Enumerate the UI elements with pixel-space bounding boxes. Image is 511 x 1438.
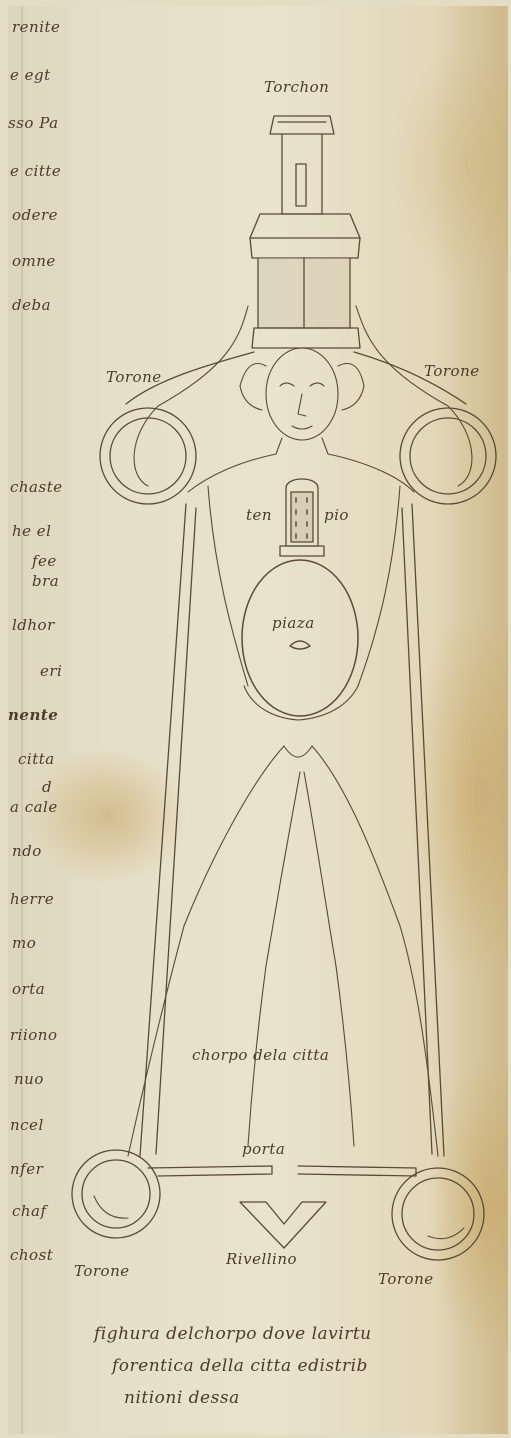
margin-word: herre <box>10 890 54 908</box>
margin-word: ldhor <box>12 616 55 634</box>
margin-word: e citte <box>10 162 61 180</box>
margin-word: nuo <box>14 1070 44 1088</box>
gate-label: porta <box>242 1140 285 1158</box>
margin-word: omne <box>12 252 56 270</box>
margin-word: e egt <box>10 66 51 84</box>
margin-word: orta <box>12 980 45 998</box>
margin-word: chost <box>10 1246 53 1264</box>
margin-word: ncel <box>10 1116 44 1134</box>
piazza-label: piaza <box>272 614 315 632</box>
top-tower <box>250 116 360 348</box>
city-body-drawing <box>8 6 508 1434</box>
margin-word: d <box>42 778 52 796</box>
temple-label-right: pio <box>324 506 349 524</box>
margin-word: ndo <box>12 842 42 860</box>
margin-word: mo <box>12 934 36 952</box>
caption-line: nitioni dessa <box>124 1388 240 1408</box>
margin-word: citta <box>18 750 55 768</box>
margin-word: a cale <box>10 798 58 816</box>
manuscript-page: renite e egt sso Pa e citte odere omne d… <box>8 6 508 1434</box>
tower-label-left-bottom: Torone <box>74 1262 130 1280</box>
margin-word: odere <box>12 206 58 224</box>
corner-towers <box>72 408 496 1260</box>
margin-word: renite <box>12 18 60 36</box>
temple-label-left: ten <box>246 506 272 524</box>
tower-label-right-bottom: Torone <box>378 1270 434 1288</box>
margin-word: sso Pa <box>8 114 59 132</box>
tower-label-right-top: Torone <box>424 362 480 380</box>
margin-word: bra <box>32 572 59 590</box>
piazza <box>242 560 358 716</box>
caption-line: fighura delchorpo dove lavirtu <box>94 1324 372 1344</box>
margin-word: he el <box>12 522 51 540</box>
margin-word: eri <box>40 662 62 680</box>
margin-word: nente <box>8 706 58 724</box>
top-tower-label: Torchon <box>264 78 329 96</box>
human-figure <box>94 306 472 1239</box>
margin-word: chaf <box>12 1202 47 1220</box>
caption-line: forentica della citta edistrib <box>112 1356 368 1376</box>
temple <box>280 479 324 556</box>
margin-word: deba <box>12 296 51 314</box>
margin-word: nfer <box>10 1160 43 1178</box>
city-body-label: chorpo dela citta <box>192 1046 329 1064</box>
tower-label-left-top: Torone <box>106 368 162 386</box>
margin-word: fee <box>32 552 57 570</box>
ravelin-label: Rivellino <box>226 1250 297 1268</box>
margin-word: chaste <box>10 478 63 496</box>
margin-word: riiono <box>10 1026 58 1044</box>
city-wall <box>126 352 466 1248</box>
